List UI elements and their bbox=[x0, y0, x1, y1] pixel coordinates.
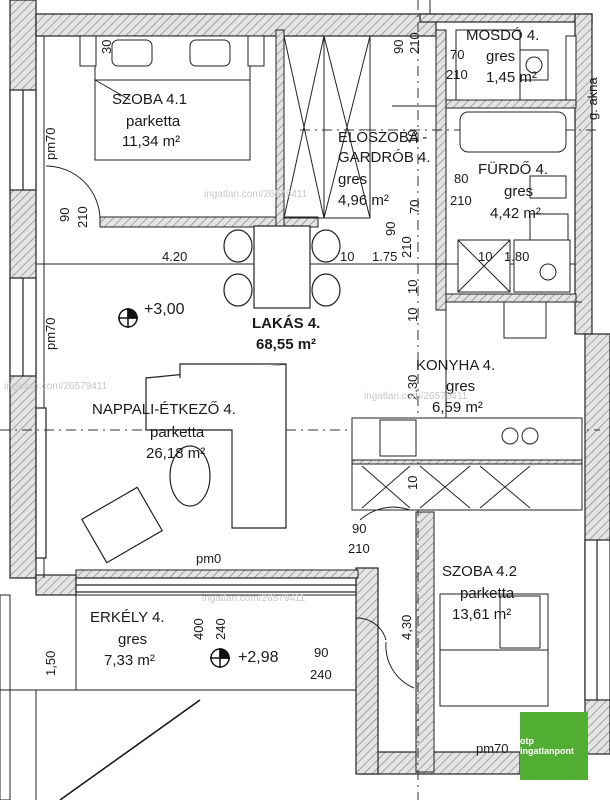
dim-10d-vert: 10 bbox=[405, 475, 420, 490]
dim-430-vert: 4,30 bbox=[399, 614, 414, 640]
wall-furdo-south bbox=[445, 293, 577, 303]
eloszoba-name-line2: GARDRÓB 4. bbox=[338, 149, 431, 166]
nappali-name: NAPPALI-ÉTKEZŐ 4. bbox=[92, 401, 236, 418]
bed-szoba41 bbox=[79, 35, 265, 161]
mosdo-name: MOSDÓ 4. bbox=[466, 27, 540, 44]
wall-balcony-east bbox=[355, 567, 379, 775]
door-swings bbox=[45, 105, 447, 689]
dim-90d-vert: 90 bbox=[383, 221, 398, 236]
dim-90c: 90 bbox=[314, 645, 329, 660]
dim-420: 4.20 bbox=[162, 249, 188, 264]
dim-400-vert: 400 bbox=[191, 618, 206, 640]
wardrobe bbox=[283, 35, 371, 219]
watermark-1: ingatlan.com/26579411 bbox=[204, 189, 308, 200]
wall-east-upper bbox=[574, 13, 593, 335]
dim-240b: 240 bbox=[310, 667, 332, 682]
eloszoba-floor: gres bbox=[338, 171, 368, 188]
otp-ingatlanpont-logo: otp ingatlanpont bbox=[520, 712, 588, 780]
erkely-area: 7,33 m² bbox=[104, 652, 155, 669]
dim-180: 1.80 bbox=[504, 249, 530, 264]
bath-fixtures bbox=[457, 111, 571, 293]
wall-north bbox=[35, 13, 437, 37]
mosdo-fixtures bbox=[455, 29, 577, 101]
dim-10f-vert: 10 bbox=[405, 129, 420, 144]
dim-30-vert: 30 bbox=[99, 39, 114, 54]
dim-150-vert: 1,50 bbox=[43, 650, 58, 676]
watermark-2: ingatlan.com/26579411 bbox=[4, 381, 108, 392]
erkely-name: ERKÉLY 4. bbox=[90, 609, 165, 626]
szoba41-area: 11,34 m² bbox=[122, 133, 181, 150]
dim-90-vert: 90 bbox=[57, 207, 72, 222]
eloszoba-area: 4,96 m² bbox=[338, 192, 389, 209]
konyha-name: KONYHA 4. bbox=[416, 357, 496, 374]
wall-mosdo-south bbox=[445, 99, 577, 109]
g-akna-label: g. akna bbox=[585, 77, 600, 120]
dim-70b-vert: 70 bbox=[407, 199, 422, 214]
dining-table bbox=[223, 225, 341, 309]
dim-10b: 10 bbox=[478, 249, 493, 264]
dim-210b: 210 bbox=[446, 67, 468, 82]
dim-10e-vert: 10 bbox=[405, 279, 420, 294]
pm70c-label: pm70 bbox=[476, 741, 509, 756]
dim-10a: 10 bbox=[340, 249, 355, 264]
watermark-3: ingatlan.com/26579411 bbox=[364, 391, 468, 402]
dim-175: 1.75 bbox=[372, 249, 398, 264]
dim-80: 80 bbox=[454, 171, 469, 186]
dim-210c: 210 bbox=[450, 193, 472, 208]
mosdo-floor: gres bbox=[486, 48, 516, 65]
mosdo-area: 1,45 m² bbox=[486, 69, 537, 86]
dim-240-vert: 240 bbox=[213, 618, 228, 640]
szoba41-floor: parketta bbox=[126, 113, 181, 130]
windows bbox=[9, 89, 610, 701]
wall-hall-east bbox=[435, 29, 447, 311]
wall-szoba42-west bbox=[415, 511, 435, 773]
nappali-floor: parketta bbox=[150, 424, 205, 441]
dim-210e-vert: 210 bbox=[399, 236, 414, 258]
level-balcony: +2,98 bbox=[238, 649, 279, 666]
lakas-name: LAKÁS 4. bbox=[252, 315, 321, 332]
lakas-area: 68,55 m² bbox=[256, 336, 317, 353]
pm0-label: pm0 bbox=[196, 551, 222, 566]
konyha-floor: gres bbox=[446, 378, 476, 395]
eloszoba-name-line1: ELŐSZOBA - bbox=[338, 129, 428, 146]
kitchen bbox=[351, 301, 583, 511]
bed-szoba42 bbox=[439, 593, 549, 707]
pm70a-label: pm70 bbox=[43, 127, 58, 160]
wall-west-lower bbox=[35, 574, 77, 596]
level-markers bbox=[118, 308, 230, 668]
furdo-floor: gres bbox=[504, 183, 534, 200]
szoba42-floor: parketta bbox=[460, 585, 515, 602]
furdo-area: 4,42 m² bbox=[490, 205, 541, 222]
wall-north-right bbox=[419, 13, 593, 23]
erkely-floor: gres bbox=[118, 631, 148, 648]
window-nappali-2 bbox=[35, 407, 47, 559]
sofa bbox=[80, 363, 287, 564]
dim-90e-vert: 90 bbox=[391, 39, 406, 54]
nappali-area: 26,18 m² bbox=[146, 445, 206, 462]
wall-balcony-north bbox=[75, 569, 359, 579]
dim-210f-vert: 210 bbox=[407, 32, 422, 54]
wall-szoba41-south bbox=[99, 216, 319, 228]
furdo-name: FÜRDŐ 4. bbox=[478, 161, 549, 178]
dim-10c-vert: 10 bbox=[405, 307, 420, 322]
konyha-area: 6,59 m² bbox=[432, 399, 483, 416]
dim-90b: 90 bbox=[352, 521, 367, 536]
szoba42-area: 13,61 m² bbox=[452, 606, 512, 623]
szoba42-name: SZOBA 4.2 bbox=[442, 563, 518, 580]
pm70b-label: pm70 bbox=[43, 317, 58, 350]
watermark-4: ingatlan.com/26579411 bbox=[202, 593, 306, 604]
dim-210-vert: 210 bbox=[75, 206, 90, 228]
level-main: +3,00 bbox=[144, 301, 185, 318]
szoba41-name: SZOBA 4.1 bbox=[112, 91, 188, 108]
dim-70: 70 bbox=[450, 47, 465, 62]
dim-210d: 210 bbox=[348, 541, 370, 556]
